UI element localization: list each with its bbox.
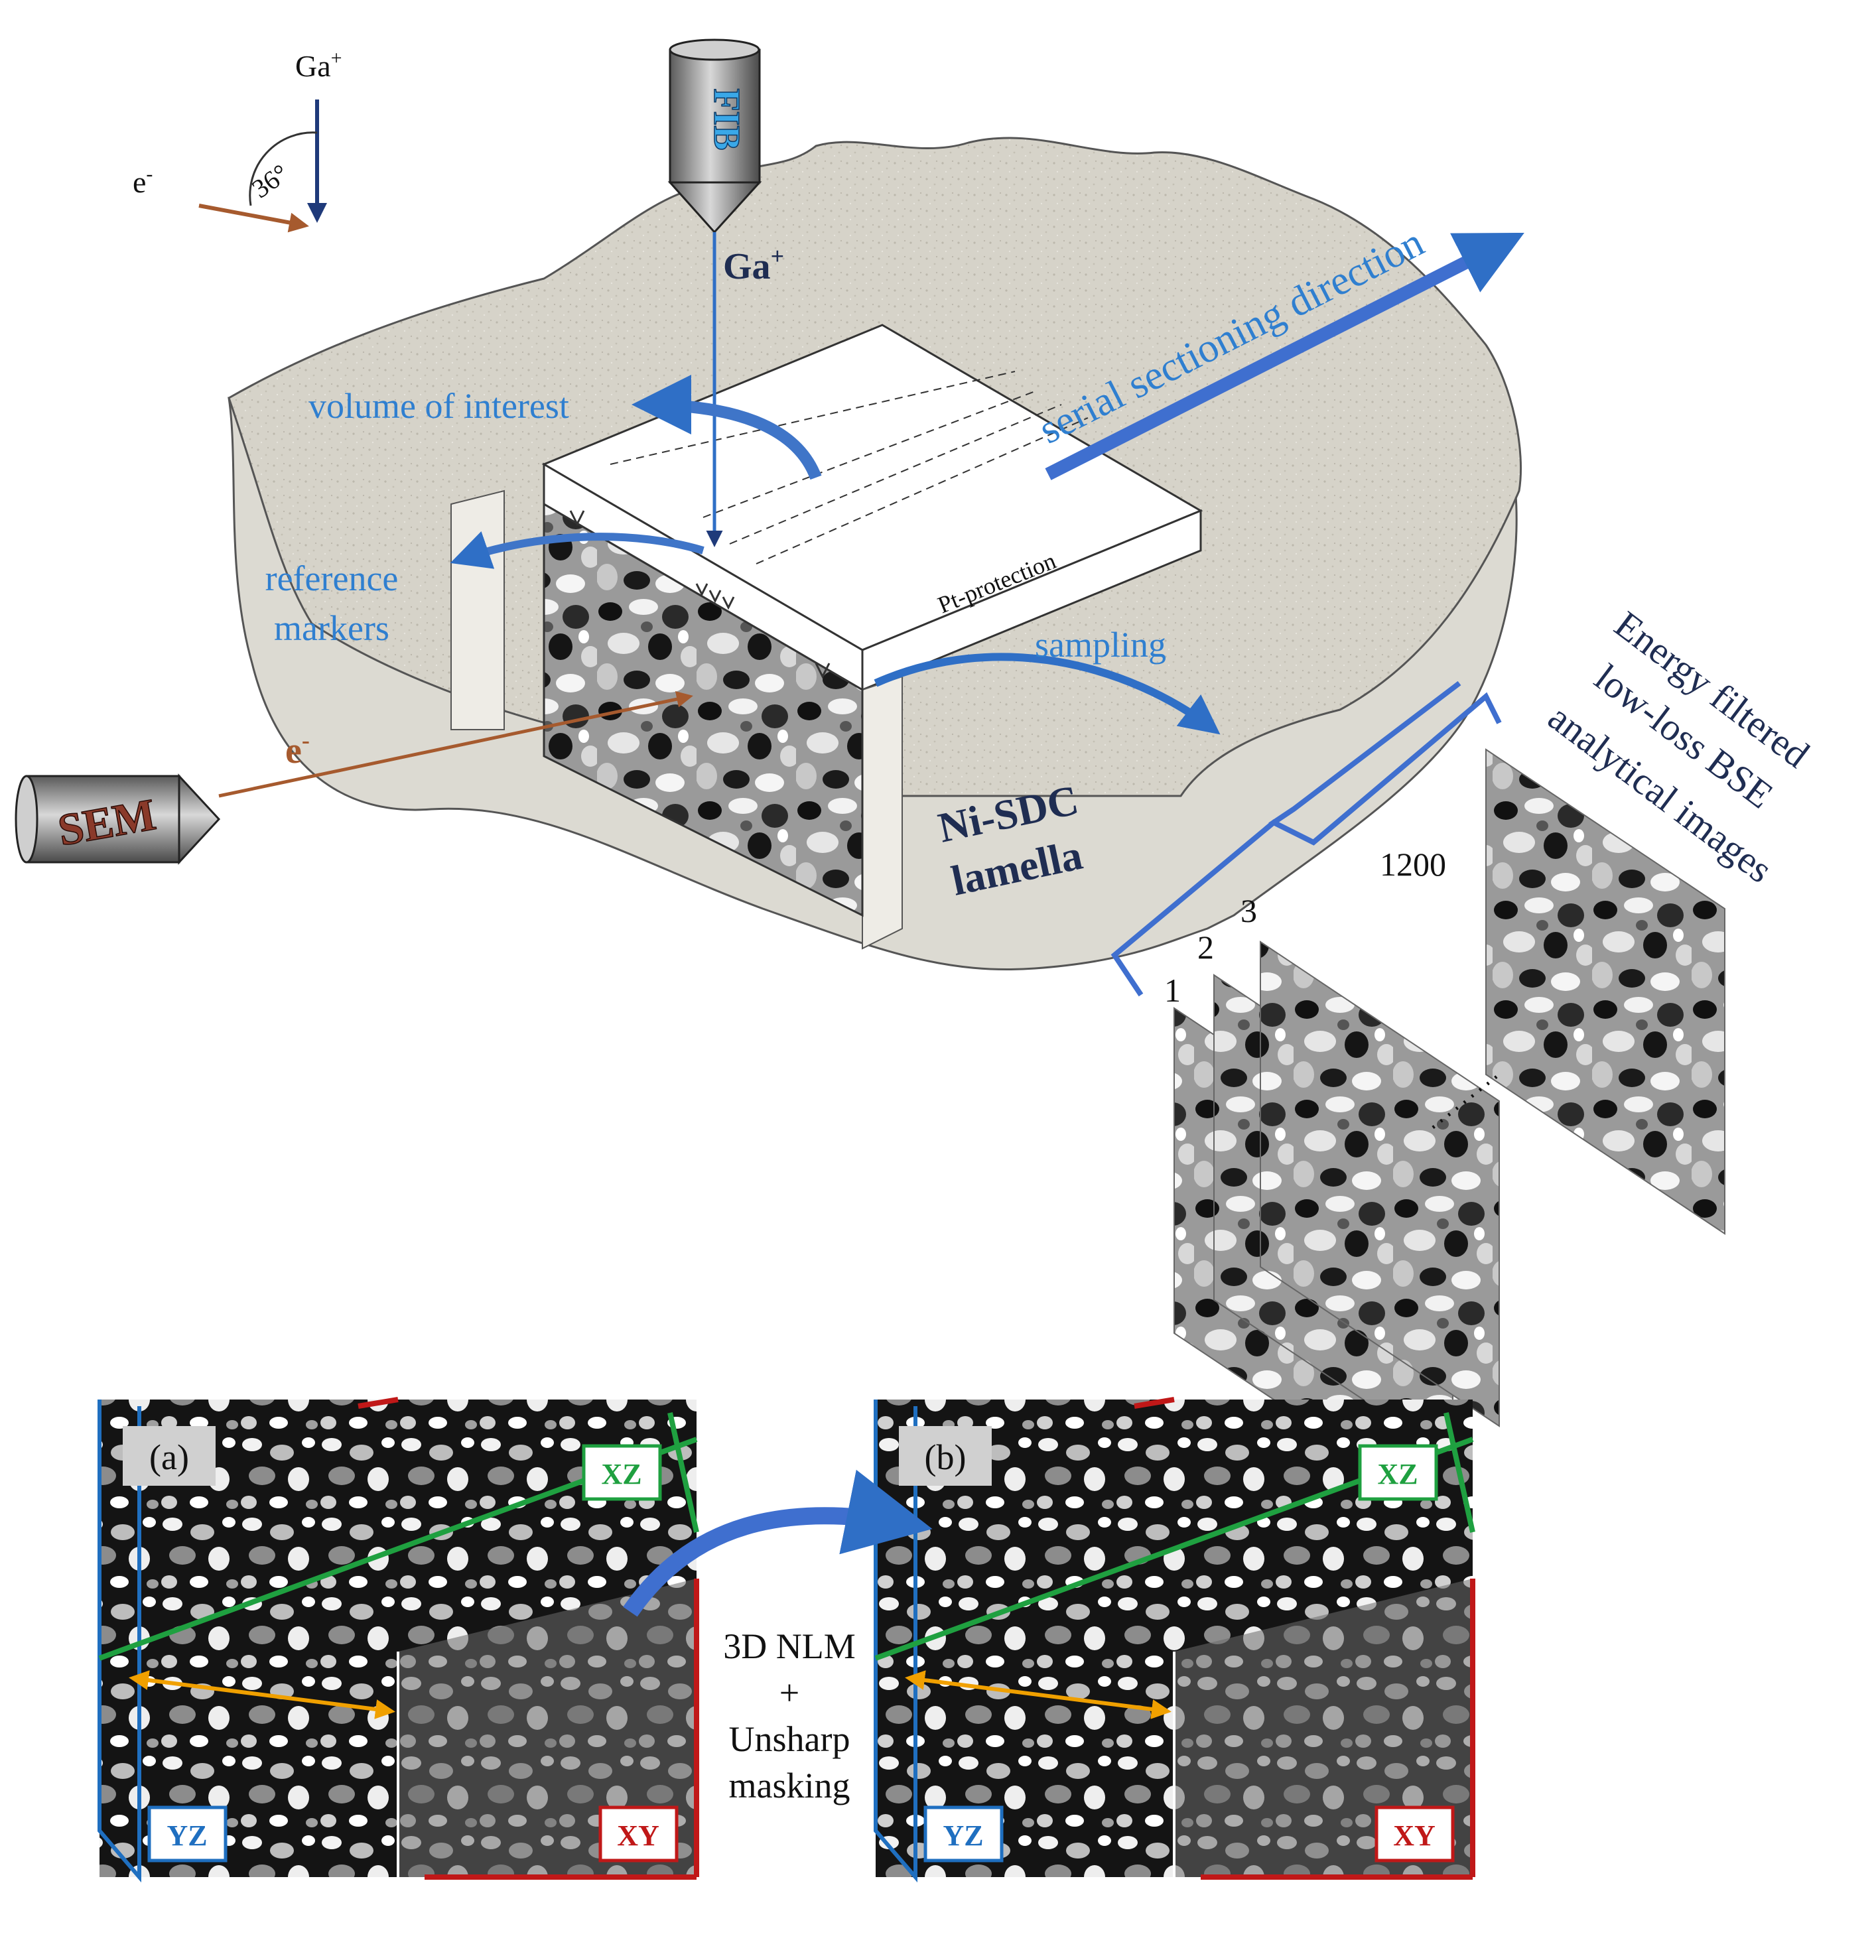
beam-geometry-legend: Ga+ e- 36°: [133, 47, 342, 233]
fib-column-icon: FIB: [667, 38, 762, 234]
panel-a-xy-face: [398, 1579, 697, 1877]
section-lines: [610, 371, 1089, 564]
panel-b-xz-box: [1358, 1444, 1438, 1501]
sem-column-icon: SEM: [15, 773, 221, 865]
pt-protection-side: [861, 509, 1202, 692]
panel-a-label-box: [123, 1426, 216, 1486]
panel-a: (a) XZ YZ XY: [98, 1397, 699, 1883]
process-line4: masking: [729, 1766, 850, 1805]
stack-number-3: 3: [1240, 892, 1257, 929]
cross-section-face: [543, 502, 864, 917]
panel-a-yz-box: [147, 1805, 228, 1862]
panel-a-xz-box: [582, 1444, 662, 1501]
panel-a-xy-box: [598, 1805, 679, 1862]
volume-of-interest-label: volume of interest: [308, 386, 569, 426]
ion-beam-label: Ga+: [723, 243, 784, 287]
legend-ga-label: Ga+: [295, 47, 342, 83]
serial-sectioning-arrow: [1045, 232, 1524, 480]
panel-b-xy-face: [1174, 1579, 1473, 1877]
stack-number-1200: 1200: [1380, 846, 1446, 883]
stack-image-3: [1260, 941, 1500, 1427]
panel-b-label: (b): [925, 1437, 967, 1477]
panel-b-xy-label: XY: [1393, 1819, 1436, 1852]
panel-b-xz-edge-side: [1443, 1412, 1475, 1533]
process-line1: 3D NLM: [723, 1626, 856, 1666]
legend-e-label: e-: [133, 163, 153, 199]
sampling-arrow: [874, 653, 1221, 735]
legend-electron-arrow: [198, 204, 309, 233]
panel-a-xz-label: XZ: [601, 1458, 641, 1490]
panel-b-distance-arrow: [905, 1670, 1172, 1719]
panel-b: (b) XZ YZ XY: [874, 1397, 1475, 1883]
panel-a-top-red: [358, 1397, 399, 1409]
electron-beam-label: e-: [285, 727, 310, 771]
panel-a-xy-label: XY: [617, 1819, 659, 1852]
panel-a-distance-arrow: [129, 1670, 395, 1719]
electron-beam-arrow: [218, 690, 693, 798]
panel-a-label: (a): [149, 1437, 189, 1477]
process-line3: Unsharp: [729, 1719, 850, 1759]
panel-b-xz-label: XZ: [1377, 1458, 1418, 1490]
trench-right-wall: [862, 675, 903, 950]
process-line2: +: [779, 1673, 799, 1713]
process-arrow: [623, 1469, 933, 1617]
panel-b-yz-box: [923, 1805, 1004, 1862]
stack-number-2: 2: [1197, 929, 1214, 966]
reference-markers-label-line2: markers: [274, 608, 389, 648]
image-stack: 1 2 3 1200: [1164, 748, 1725, 1494]
reference-markers-label-line1: reference: [265, 558, 399, 598]
sampling-label: sampling: [1035, 625, 1166, 665]
reference-markers-arrow: [450, 531, 704, 569]
panel-a-yz-label: YZ: [167, 1819, 207, 1852]
panel-b-yz-label: YZ: [943, 1819, 983, 1852]
stack-image-1200: [1485, 748, 1725, 1235]
reference-marker-glyphs: [569, 510, 831, 679]
panel-b-top-red: [1134, 1397, 1175, 1409]
fib-label: FIB: [706, 88, 747, 150]
panel-b-xy-box: [1374, 1805, 1455, 1862]
panel-a-xz-edge-side: [667, 1412, 699, 1533]
bracket-icon: [1110, 681, 1502, 997]
legend-angle-label: 36°: [246, 158, 294, 204]
volume-of-interest-arrow: [632, 375, 822, 480]
stack-ellipsis: [1432, 1073, 1501, 1129]
trench-left-wall: [450, 490, 505, 730]
legend-angle-arc: [249, 131, 318, 206]
process-label: 3D NLM + Unsharp masking: [723, 1626, 856, 1805]
stack-number-1: 1: [1164, 972, 1181, 1009]
